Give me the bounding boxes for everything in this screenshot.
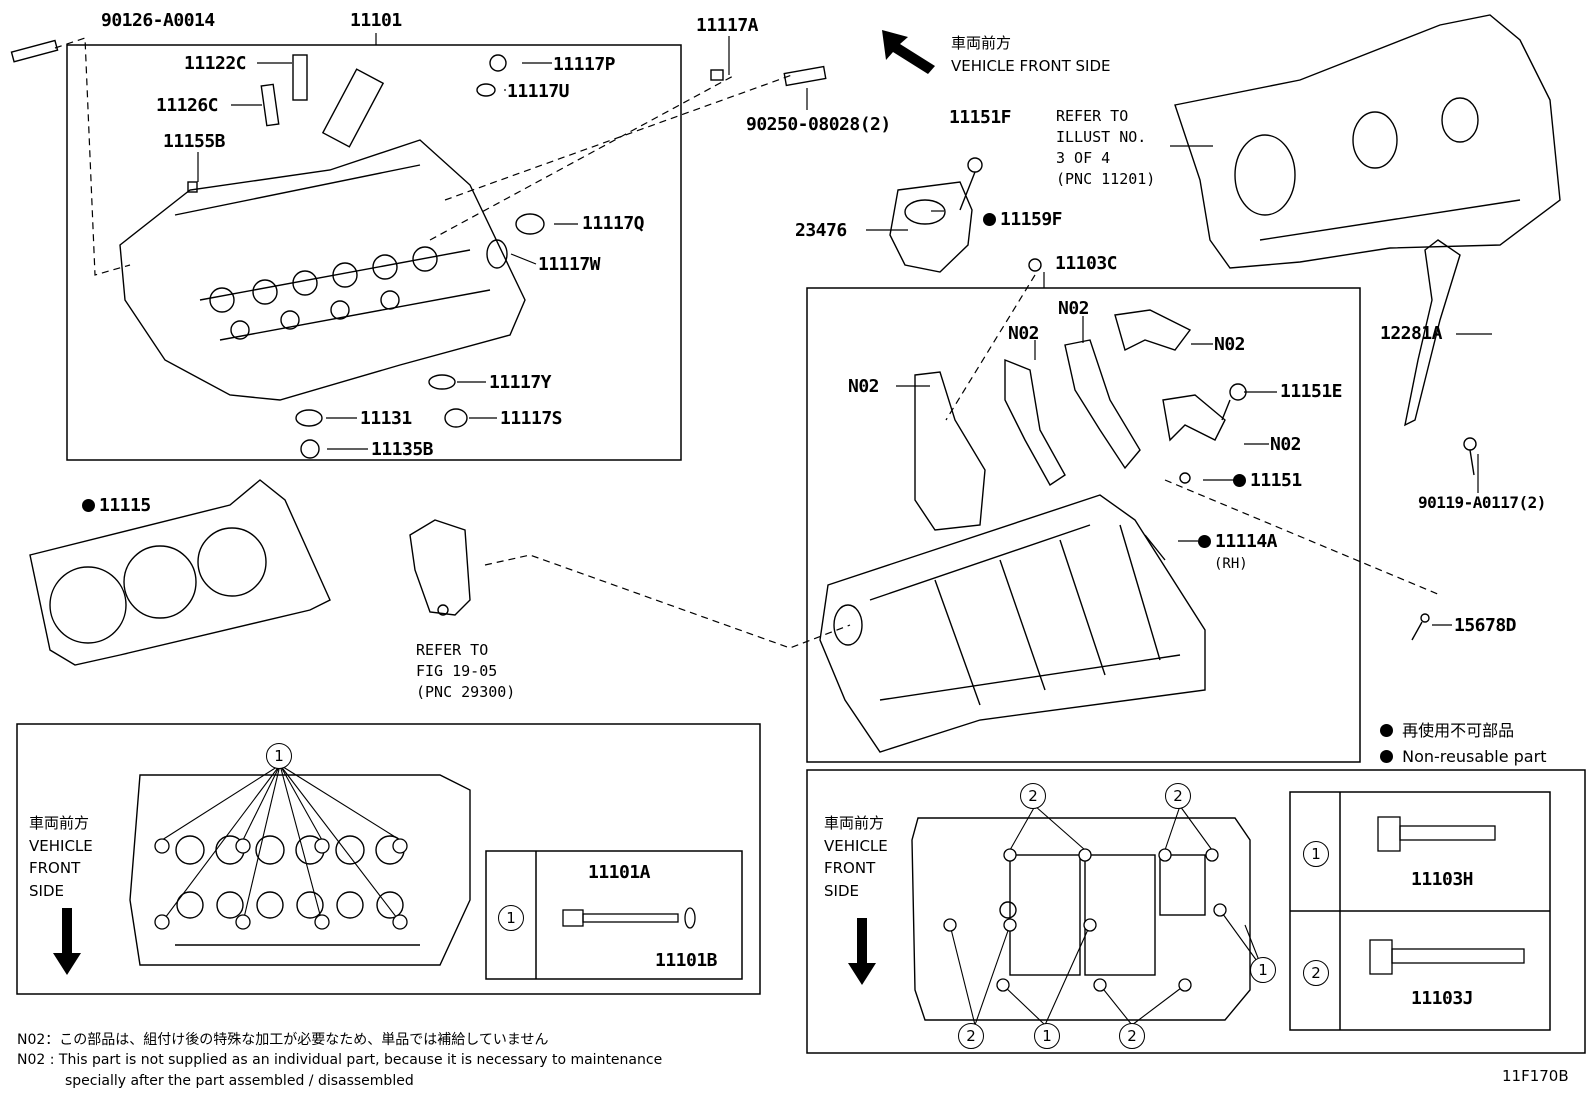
label-23476: 23476 — [795, 220, 847, 241]
callout-1-table: 1 — [498, 905, 524, 931]
bearing-cap-frame — [806, 287, 1361, 763]
bolt-11103H-drawing — [1377, 816, 1496, 852]
illustration-code: 11F170B — [1502, 1067, 1569, 1085]
label-90250-08028: 90250-08028(2) — [746, 114, 891, 135]
label-11103H: 11103H — [1411, 869, 1474, 890]
callout-1-table-block: 1 — [1303, 841, 1329, 867]
label-11151F: 11151F — [949, 107, 1012, 128]
bearing-caps-drawing — [914, 309, 1247, 531]
bolt-11101A-drawing — [562, 907, 696, 929]
non-reusable-dot — [983, 213, 996, 226]
label-11131: 11131 — [360, 408, 412, 429]
label-11135B: 11135B — [371, 439, 434, 460]
non-reusable-dot — [1198, 535, 1211, 548]
label-11101B: 11101B — [655, 950, 718, 971]
chain-guide-drawing — [1404, 239, 1477, 641]
label-90119-A0117: 90119-A0117(2) — [1418, 493, 1546, 512]
label-n02-e: N02 — [1270, 434, 1302, 455]
callout-2-block-c: 2 — [958, 1023, 984, 1049]
footnote-en-1: N02 : This part is not supplied as an in… — [17, 1052, 663, 1069]
label-11126C: 11126C — [156, 95, 219, 116]
block-bolt-order-frame — [806, 769, 1586, 1054]
label-11101: 11101 — [350, 10, 402, 31]
label-11117A: 11117A — [696, 15, 759, 36]
label-12281A: 12281A — [1380, 323, 1443, 344]
legend-jp: 再使用不可部品 — [1380, 718, 1546, 744]
bolt-table-head — [485, 850, 743, 980]
label-11115: 11115 — [82, 497, 151, 515]
label-11117U: 11117U — [507, 81, 570, 102]
label-11117W: 11117W — [538, 254, 601, 275]
ladder-frame-drawing — [819, 494, 1206, 753]
callout-2-table-block: 2 — [1303, 960, 1329, 986]
legend: 再使用不可部品 Non-reusable part — [1380, 718, 1546, 769]
bolt-11103J-drawing — [1369, 939, 1525, 975]
cylinder-head-frame — [66, 44, 682, 461]
non-reusable-dot — [1233, 474, 1246, 487]
water-outlet-drawing — [889, 157, 1042, 273]
callout-2-block-b: 2 — [1165, 783, 1191, 809]
vehicle-front-top: 車両前方 VEHICLE FRONT SIDE — [951, 34, 1111, 75]
cylinder-head-drawing — [10, 39, 827, 459]
head-gasket-drawing — [29, 479, 331, 666]
footnote-jp: N02：この部品は、組付け後の特殊な加工が必要なため、単品では補給していません — [17, 1032, 549, 1048]
label-11117Y: 11117Y — [489, 372, 552, 393]
cam-housing-drawing — [1174, 14, 1561, 269]
label-11122C: 11122C — [184, 53, 247, 74]
non-reusable-dot — [1380, 724, 1393, 737]
vehicle-front-head-box: 車両前方 VEHICLE FRONT SIDE — [29, 814, 93, 900]
label-11103C: 11103C — [1055, 253, 1118, 274]
label-11103J: 11103J — [1411, 988, 1474, 1009]
label-n02-c: N02 — [1058, 298, 1090, 319]
label-11101A: 11101A — [588, 862, 651, 883]
non-reusable-dot — [82, 499, 95, 512]
label-11114A-rh: (RH) — [1214, 556, 1248, 572]
label-11155B: 11155B — [163, 131, 226, 152]
label-90126-A0014: 90126-A0014 — [101, 10, 215, 31]
label-n02-a: N02 — [848, 376, 880, 397]
label-11151E: 11151E — [1280, 381, 1343, 402]
vehicle-front-block-box: 車両前方 VEHICLE FRONT SIDE — [824, 814, 888, 900]
label-15678D: 15678D — [1454, 615, 1517, 636]
label-11151: 11151 — [1233, 472, 1302, 490]
vacuum-pump-drawing — [409, 519, 471, 616]
callout-1-block-f: 1 — [1250, 957, 1276, 983]
label-11117S: 11117S — [500, 408, 563, 429]
head-top-view-drawing — [129, 774, 471, 966]
footnote-en-2: specially after the part assembled / dis… — [65, 1072, 414, 1089]
block-top-view-drawing — [911, 817, 1251, 1021]
refer-illust-note: REFER TO ILLUST NO. 3 OF 4 (PNC 11201) — [1056, 107, 1156, 188]
label-11159F: 11159F — [983, 211, 1063, 229]
legend-en: Non-reusable part — [1380, 744, 1546, 770]
head-bolt-order-frame — [16, 723, 761, 995]
callout-2-block-a: 2 — [1020, 783, 1046, 809]
callout-2-block-e: 2 — [1119, 1023, 1145, 1049]
label-n02-b: N02 — [1008, 323, 1040, 344]
refer-fig-note: REFER TO FIG 19-05 (PNC 29300) — [416, 641, 516, 701]
label-11114A: 11114A — [1198, 533, 1278, 551]
label-11117P: 11117P — [553, 54, 616, 75]
non-reusable-dot — [1380, 749, 1393, 763]
footnote: N02：この部品は、組付け後の特殊な加工が必要なため、単品では補給していません … — [17, 1030, 662, 1091]
callout-1-block-d: 1 — [1034, 1023, 1060, 1049]
callout-1-head: 1 — [266, 743, 292, 769]
front-arrow-icons — [53, 30, 935, 985]
label-n02-d: N02 — [1214, 334, 1246, 355]
label-11117Q: 11117Q — [582, 213, 645, 234]
